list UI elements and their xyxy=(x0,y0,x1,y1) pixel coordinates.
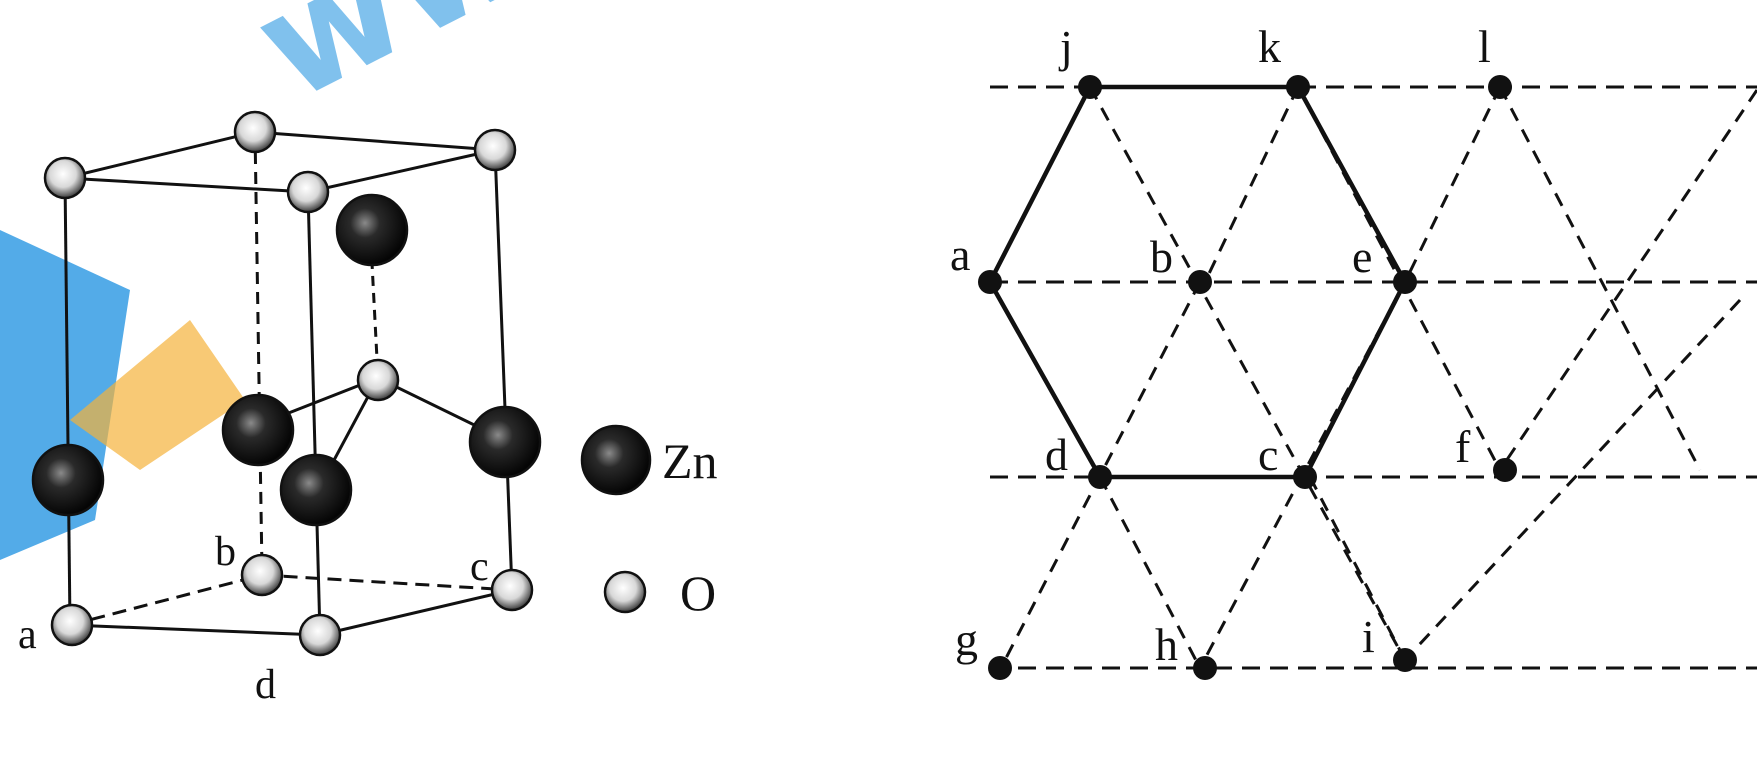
label-e: e xyxy=(1352,231,1372,282)
legend: Zn O xyxy=(580,424,718,621)
bottom-face-front-edges xyxy=(69,588,513,637)
label-i: i xyxy=(1362,611,1375,662)
point-c xyxy=(1293,465,1317,489)
legend-zn-symbol xyxy=(580,424,652,496)
label-f: f xyxy=(1455,421,1471,472)
point-a xyxy=(978,270,1002,294)
label-d-lattice: d xyxy=(1045,429,1068,480)
legend-zn-label: Zn xyxy=(662,433,718,489)
legend-o-symbol xyxy=(603,570,647,614)
watermark-logo xyxy=(0,230,245,560)
label-l: l xyxy=(1478,21,1491,72)
label-a: a xyxy=(18,612,37,658)
bottom-face-hidden-edges xyxy=(69,573,513,627)
legend-o-label: O xyxy=(680,565,716,621)
point-f xyxy=(1493,458,1517,482)
point-b xyxy=(1188,270,1212,294)
hexagonal-lattice-diagram xyxy=(987,84,1757,670)
label-h: h xyxy=(1155,619,1178,670)
top-face-edges xyxy=(64,130,496,194)
zn-atom xyxy=(221,393,295,467)
label-d: d xyxy=(255,662,276,708)
zn-atom xyxy=(468,405,542,479)
point-d xyxy=(1088,465,1112,489)
o-atom xyxy=(473,128,517,172)
label-g: g xyxy=(955,614,978,665)
atoms xyxy=(31,110,542,657)
label-b-lattice: b xyxy=(1150,231,1173,282)
zn-atom xyxy=(335,193,409,267)
point-g xyxy=(988,656,1012,680)
point-e xyxy=(1393,270,1417,294)
o-atom xyxy=(490,568,534,612)
label-k: k xyxy=(1258,21,1281,72)
o-atom xyxy=(286,170,330,214)
point-h xyxy=(1193,656,1217,680)
watermark-orange-shape xyxy=(70,320,245,470)
edge-c-vertical xyxy=(493,149,514,591)
label-j: j xyxy=(1058,21,1073,72)
edge-b-vertical-hidden xyxy=(253,131,264,571)
edge-a-vertical xyxy=(63,177,72,626)
label-b: b xyxy=(215,529,236,575)
o-atom xyxy=(43,156,87,200)
zn-atom xyxy=(31,443,105,517)
o-atom xyxy=(298,613,342,657)
lattice-points xyxy=(978,75,1517,680)
point-j xyxy=(1078,75,1102,99)
zn-atom xyxy=(279,453,353,527)
o-atom xyxy=(50,603,94,647)
point-l xyxy=(1488,75,1512,99)
label-c: c xyxy=(470,544,489,590)
dashed-diagonals xyxy=(1003,86,1757,669)
o-atom xyxy=(240,553,284,597)
dashed-rows xyxy=(990,85,1757,670)
edge-d-vertical xyxy=(306,191,322,636)
label-c-lattice: c xyxy=(1258,429,1278,480)
point-i xyxy=(1393,648,1417,672)
label-a-lattice: a xyxy=(950,229,970,280)
o-atom xyxy=(233,110,277,154)
point-k xyxy=(1286,75,1310,99)
o-atom xyxy=(356,358,400,402)
